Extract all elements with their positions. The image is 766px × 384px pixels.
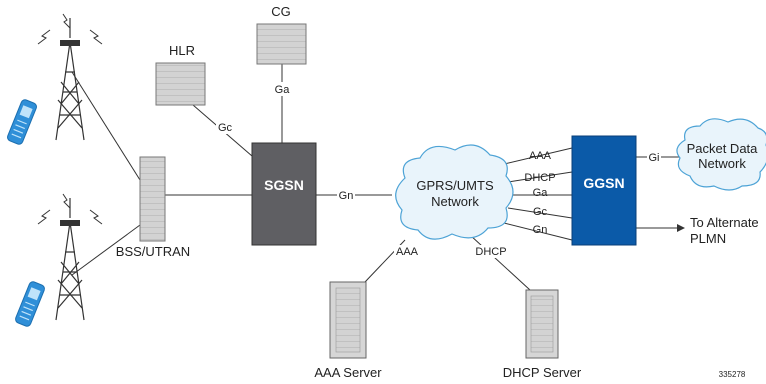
interface-aaa-bottom: AAA — [396, 246, 419, 258]
cell-tower-top — [37, 13, 103, 141]
bss-utran-node: BSS/UTRAN — [116, 156, 190, 259]
alternate-line1: To Alternate — [690, 215, 759, 230]
interface-ga: Ga — [533, 187, 549, 199]
cg-node: CG — [256, 4, 307, 65]
alternate-plmn-label: To Alternate PLMN — [690, 215, 759, 246]
interface-gn: Gn — [533, 224, 548, 236]
interface-dhcp-top: DHCP — [524, 172, 555, 184]
aaa-server: AAA Server — [314, 281, 382, 380]
interface-gn-sgsn: Gn — [339, 190, 354, 202]
ggsn-label: GGSN — [583, 175, 624, 191]
packet-data-network-cloud: Packet Data Network — [676, 118, 766, 191]
cloud-label-line1: GPRS/UMTS — [416, 178, 494, 193]
interface-ga-cg: Ga — [275, 84, 291, 96]
dhcp-server: DHCP Server — [503, 289, 582, 380]
interface-dhcp-bottom: DHCP — [475, 246, 506, 258]
interface-labels: Ga Gc Gn AAA DHCP Ga Gc Gn Gi AAA DHCP — [216, 82, 661, 258]
mobile-phone-icon — [7, 99, 37, 145]
cell-tower-bottom — [37, 193, 103, 321]
interface-gc: Gc — [533, 206, 548, 218]
connection-lines — [71, 52, 685, 291]
sgsn-label: SGSN — [264, 177, 304, 193]
interface-gi: Gi — [649, 152, 660, 164]
hlr-node: HLR — [155, 43, 206, 106]
bss-utran-label: BSS/UTRAN — [116, 244, 190, 259]
interface-aaa-top: AAA — [529, 150, 552, 162]
alternate-line2: PLMN — [690, 231, 726, 246]
pdn-label-line2: Network — [698, 156, 746, 171]
ggsn-node: GGSN — [571, 135, 637, 246]
hlr-label: HLR — [169, 43, 195, 58]
sgsn-node: SGSN — [251, 142, 317, 246]
cg-label: CG — [271, 4, 291, 19]
pdn-label-line1: Packet Data — [687, 141, 759, 156]
cloud-label-line2: Network — [431, 194, 479, 209]
dhcp-server-label: DHCP Server — [503, 365, 582, 380]
figure-id: 335278 — [719, 370, 746, 379]
mobile-phone-icon — [15, 281, 45, 327]
interface-gc-hlr: Gc — [218, 122, 233, 134]
gprs-umts-cloud: GPRS/UMTS Network — [395, 144, 514, 240]
aaa-server-label: AAA Server — [314, 365, 382, 380]
